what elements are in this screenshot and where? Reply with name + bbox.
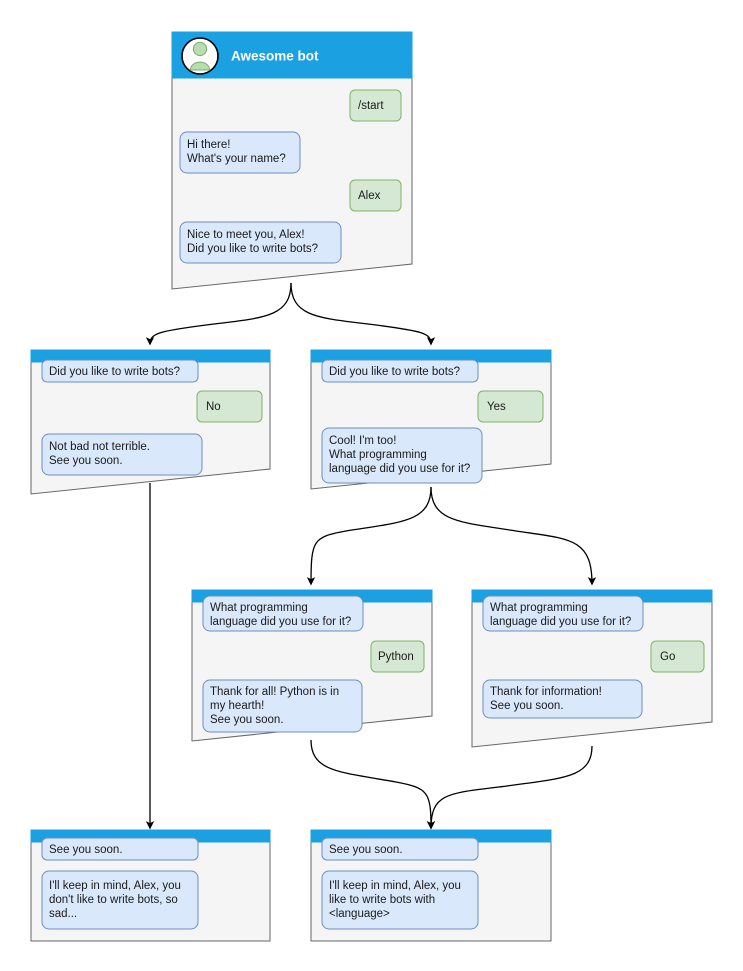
person-avatar-icon <box>181 37 219 75</box>
edge-go-branch-to-end-yes <box>426 745 593 830</box>
bubble-line: I'll keep in mind, Alex, you <box>329 880 461 892</box>
message-bot-question: Did you like to write bots? <box>41 359 199 383</box>
bubble-line: Nice to meet you, Alex! <box>187 229 305 241</box>
bubble-line: language did you use for it? <box>490 616 631 628</box>
message-user-no: No <box>196 390 263 423</box>
bubble-line: See you soon. <box>49 455 123 467</box>
node-no-branch[interactable]: Did you like to write bots? No Not bad n… <box>30 349 271 495</box>
message-bot-keep-in-mind: I'll keep in mind, Alex, you don't like … <box>41 870 199 930</box>
bubble-line: my hearth! <box>210 700 264 712</box>
bubble-line: Did you like to write bots? <box>329 366 460 378</box>
bubble-line: Thank for all! Python is in <box>210 686 339 698</box>
node-end-yes[interactable]: See you soon. I'll keep in mind, Alex, y… <box>310 829 552 942</box>
bubble-line: What programming <box>210 602 308 614</box>
bubble-line: Yes <box>487 401 506 413</box>
message-bot-question: Did you like to write bots? <box>321 359 479 383</box>
node-yes-branch[interactable]: Did you like to write bots? Yes Cool! I'… <box>310 349 552 490</box>
message-user-start: /start <box>349 89 402 122</box>
node-end-no[interactable]: See you soon. I'll keep in mind, Alex, y… <box>30 829 271 942</box>
bubble-line: Thank for information! <box>490 686 602 698</box>
bubble-line: See you soon. <box>210 714 284 726</box>
bubble-line: sad... <box>49 908 77 920</box>
bubble-line: See you soon. <box>490 700 564 712</box>
bubble-line: Python <box>378 651 414 663</box>
bubble-line: language did you use for it? <box>329 463 470 475</box>
bubble-line: No <box>206 401 221 413</box>
bubble-line: like to write bots with <box>329 894 435 906</box>
bubble-line: language did you use for it? <box>210 616 351 628</box>
message-user-go: Go <box>650 640 705 673</box>
edges-layer <box>145 282 597 830</box>
bubble-line: Cool! I'm too! <box>329 435 396 447</box>
message-user-yes: Yes <box>477 390 544 423</box>
message-bot-greeting: Hi there! What's your name? <box>179 131 301 174</box>
bubble-line: What's your name? <box>187 153 286 165</box>
edge-root-to-yes-branch <box>290 282 436 346</box>
bubble-line: don't like to write bots, so <box>49 894 178 906</box>
message-bot-cool-im-too: Cool! I'm too! What programming language… <box>321 427 483 484</box>
bubble-line: See you soon. <box>329 844 403 856</box>
node-go-branch[interactable]: What programming language did you use fo… <box>471 589 713 748</box>
edge-yes-branch-to-go-branch <box>430 486 597 586</box>
bubble-line: <language> <box>329 908 390 920</box>
message-bot-see-you-soon: See you soon. <box>41 837 199 861</box>
edge-yes-branch-to-python-branch <box>306 486 432 586</box>
bubble-line: Hi there! <box>187 139 230 151</box>
message-bot-keep-in-mind: I'll keep in mind, Alex, you like to wri… <box>321 870 479 930</box>
message-user-name: Alex <box>349 179 402 212</box>
edge-root-to-no-branch <box>145 282 292 346</box>
bubble-line: Go <box>660 651 675 663</box>
node-root-header-title: Awesome bot <box>231 49 319 64</box>
bubble-line: I'll keep in mind, Alex, you <box>49 880 181 892</box>
message-bot-question: What programming language did you use fo… <box>482 595 644 632</box>
bubble-line: What programming <box>490 602 588 614</box>
edge-python-branch-to-end-yes <box>310 739 436 830</box>
node-python-branch[interactable]: What programming language did you use fo… <box>191 589 433 742</box>
bubble-line: /start <box>358 100 384 112</box>
message-bot-not-bad: Not bad not terrible. See you soon. <box>41 433 203 476</box>
bubble-line: Did you like to write bots? <box>49 366 180 378</box>
message-bot-thank-for-information: Thank for information! See you soon. <box>482 679 643 719</box>
bubble-line: See you soon. <box>49 844 123 856</box>
message-bot-thank-for-all: Thank for all! Python is in my hearth! S… <box>202 679 363 733</box>
message-bot-nice-to-meet: Nice to meet you, Alex! Did you like to … <box>179 221 342 264</box>
bubble-line: Did you like to write bots? <box>187 243 318 255</box>
bubble-line: Alex <box>358 190 381 202</box>
node-root[interactable]: Awesome bot /start Hi there! What's your… <box>171 31 413 290</box>
message-user-python: Python <box>370 640 425 673</box>
bubble-line: What programming <box>329 449 427 461</box>
bubble-line: Not bad not terrible. <box>49 441 150 453</box>
message-bot-see-you-soon: See you soon. <box>321 837 479 861</box>
message-bot-question: What programming language did you use fo… <box>202 595 364 632</box>
